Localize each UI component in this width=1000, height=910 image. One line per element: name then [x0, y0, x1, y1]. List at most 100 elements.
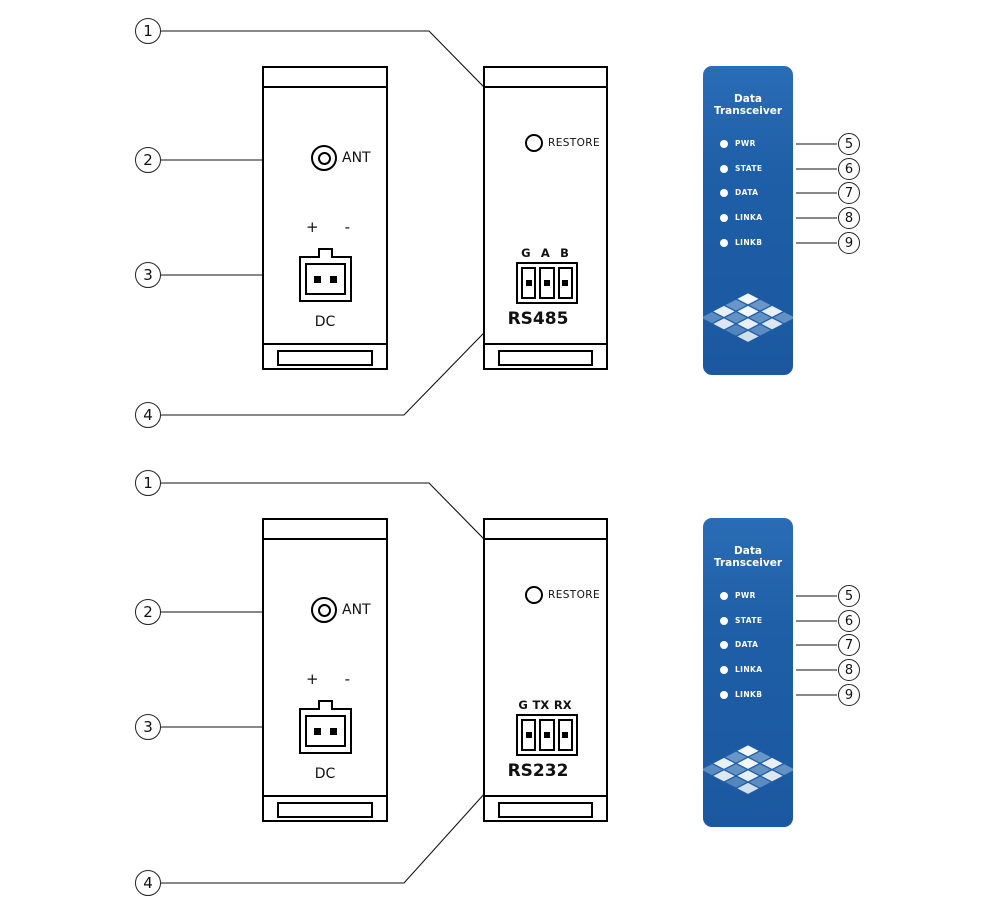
- led-row-pwr: PWR: [720, 139, 756, 148]
- terminal-label-3: B: [560, 246, 569, 260]
- terminal-label-1: G: [521, 246, 531, 260]
- callout-7: 7: [838, 182, 860, 204]
- ant-connector-icon: [311, 597, 337, 623]
- dc-terminal: [299, 248, 352, 302]
- led-data-label: DATA: [735, 188, 759, 197]
- led-state-label: STATE: [735, 164, 763, 173]
- device-top-cap: [485, 86, 606, 88]
- callout-3: 3: [135, 714, 161, 740]
- device-side-view: RESTORE G A B RS485: [483, 66, 608, 370]
- led-data-icon: [720, 640, 728, 649]
- led-row-state: STATE: [720, 616, 762, 625]
- minus-label: -: [344, 218, 350, 236]
- callout-9: 9: [838, 684, 860, 706]
- led-linkb-icon: [720, 238, 728, 247]
- restore-button-icon: [525, 134, 543, 152]
- terminal-label-2: TX: [532, 698, 550, 712]
- tile-pattern-decoration: [703, 744, 793, 795]
- callout-4: 4: [135, 402, 161, 428]
- panel-title: Data Transceiver: [713, 93, 783, 117]
- din-rail-foot: [277, 350, 373, 366]
- terminal-pin: [543, 732, 550, 738]
- led-linka-icon: [720, 213, 728, 222]
- led-linkb-label: LINKB: [735, 690, 763, 699]
- terminal-pin: [543, 280, 550, 286]
- terminal-label-1: G: [518, 698, 528, 712]
- callout-1: 1: [135, 18, 161, 44]
- terminal-cell: [521, 267, 537, 299]
- dc-label: DC: [314, 766, 336, 782]
- dc-terminal-tab: [318, 700, 333, 710]
- terminal-pin-labels: G A B: [516, 246, 574, 260]
- device-front-view: ANT + - DC: [262, 66, 388, 370]
- led-row-linka: LINKA: [720, 213, 762, 222]
- restore-button-icon: [525, 586, 543, 604]
- device-bottom-cap: [264, 795, 386, 797]
- callout-7: 7: [838, 634, 860, 656]
- indicator-panel: Data Transceiver PWR STATE DATA LINKA LI…: [703, 518, 793, 827]
- terminal-cell: [521, 719, 537, 751]
- led-pwr-label: PWR: [735, 139, 756, 148]
- led-pwr-label: PWR: [735, 591, 756, 600]
- callout-9: 9: [838, 232, 860, 254]
- led-data-icon: [720, 188, 728, 197]
- terminal-pin: [562, 732, 569, 738]
- ant-connector-pin: [317, 603, 331, 617]
- tile-pattern-decoration: [703, 292, 793, 343]
- terminal-cell: [557, 267, 573, 299]
- callout-2: 2: [135, 147, 161, 173]
- callout-8: 8: [838, 659, 860, 681]
- diagram-rs232-variant: 1 2 3 4 ANT + - DC RESTORE G TX RX: [0, 452, 1000, 910]
- terminal-cell: [539, 267, 555, 299]
- serial-terminal-block: [516, 714, 578, 756]
- dc-hole-right: [330, 276, 337, 283]
- dc-terminal-tab: [318, 248, 333, 258]
- restore-label: RESTORE: [548, 137, 601, 149]
- ant-label: ANT: [342, 150, 371, 166]
- ant-connector-pin: [317, 151, 331, 165]
- terminal-pin-labels: G TX RX: [516, 698, 574, 712]
- port-label: RS485: [507, 309, 569, 329]
- led-row-data: DATA: [720, 188, 758, 197]
- callout-1: 1: [135, 470, 161, 496]
- polarity-labels: + -: [306, 670, 350, 688]
- callout-3: 3: [135, 262, 161, 288]
- callout-8: 8: [838, 207, 860, 229]
- restore-label: RESTORE: [548, 589, 601, 601]
- terminal-cell: [557, 719, 573, 751]
- device-bottom-cap: [485, 343, 606, 345]
- callout-5: 5: [838, 133, 860, 155]
- ant-connector-icon: [311, 145, 337, 171]
- led-linka-icon: [720, 665, 728, 674]
- led-row-linkb: LINKB: [720, 238, 762, 247]
- led-row-data: DATA: [720, 640, 758, 649]
- led-data-label: DATA: [735, 640, 759, 649]
- led-row-linkb: LINKB: [720, 690, 762, 699]
- device-front-view: ANT + - DC: [262, 518, 388, 822]
- led-pwr-icon: [720, 139, 728, 148]
- serial-terminal-block: [516, 262, 578, 304]
- din-rail-foot: [498, 350, 593, 366]
- callout-6: 6: [838, 610, 860, 632]
- dc-terminal: [299, 700, 352, 754]
- plus-label: +: [306, 218, 319, 236]
- dc-hole-right: [330, 728, 337, 735]
- callout-2: 2: [135, 599, 161, 625]
- plus-label: +: [306, 670, 319, 688]
- led-state-icon: [720, 164, 728, 173]
- device-top-cap: [264, 86, 386, 88]
- terminal-cell: [539, 719, 555, 751]
- callout-4: 4: [135, 870, 161, 896]
- led-pwr-icon: [720, 591, 728, 600]
- led-linka-label: LINKA: [735, 665, 763, 674]
- terminal-label-3: RX: [553, 698, 572, 712]
- callout-6: 6: [838, 158, 860, 180]
- led-linka-label: LINKA: [735, 213, 763, 222]
- dc-terminal-inner: [305, 263, 346, 295]
- terminal-pin: [525, 280, 532, 286]
- dc-label: DC: [314, 314, 336, 330]
- led-row-pwr: PWR: [720, 591, 756, 600]
- terminal-pin: [525, 732, 532, 738]
- device-side-view: RESTORE G TX RX RS232: [483, 518, 608, 822]
- device-top-cap: [485, 538, 606, 540]
